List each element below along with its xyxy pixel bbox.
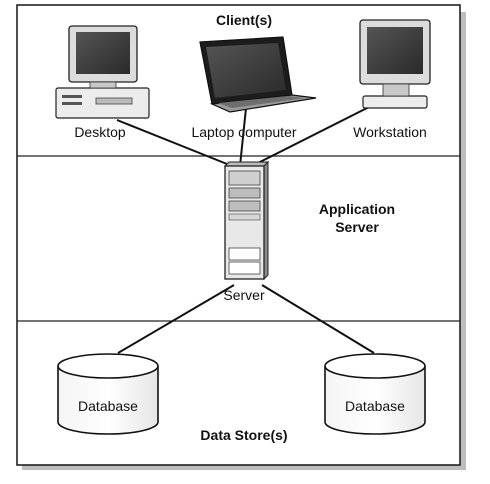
clients-tier-title: Client(s) <box>216 12 272 28</box>
desktop-label: Desktop <box>74 124 126 140</box>
link-server-database-left <box>117 284 235 354</box>
link-desktop-server <box>116 119 233 167</box>
data-tier-title: Data Store(s) <box>200 427 287 443</box>
desktop-icon <box>55 25 150 119</box>
workstation-label: Workstation <box>353 124 427 140</box>
link-workstation-server <box>251 103 376 167</box>
connection-lines <box>116 103 376 354</box>
database-right-label: Database <box>345 398 405 414</box>
server-label: Server <box>223 287 265 303</box>
database-icon <box>324 353 426 435</box>
laptop-icon <box>199 36 317 113</box>
application-tier-title-line1: Application <box>319 201 395 217</box>
workstation-icon <box>359 19 431 109</box>
link-laptop-server <box>239 107 247 167</box>
server-icon <box>223 160 270 281</box>
database-icon <box>57 353 159 435</box>
link-server-database-right <box>261 284 375 354</box>
laptop-label: Laptop computer <box>191 124 296 140</box>
database-left-label: Database <box>78 398 138 414</box>
application-tier-title-line2: Server <box>335 219 379 235</box>
